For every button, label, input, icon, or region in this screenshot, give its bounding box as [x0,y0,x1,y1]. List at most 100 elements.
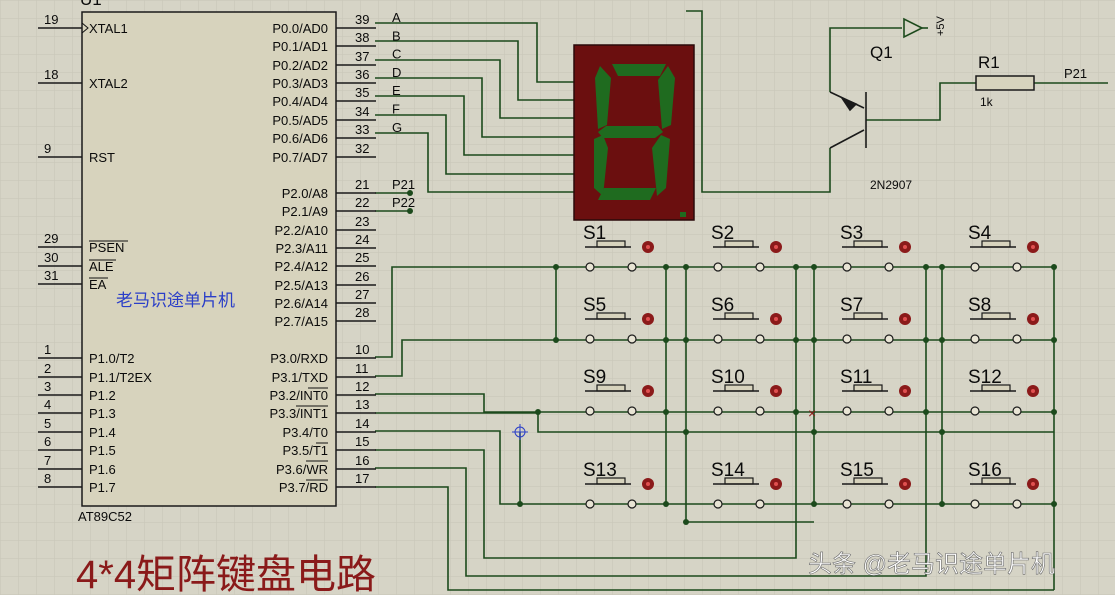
switch-actuator[interactable] [724,312,754,320]
segment-net-label: A [392,10,401,25]
mcu-chip[interactable]: U1 AT89C52 老马识途单片机 XTAL119XTAL218RST9PSE… [44,0,369,524]
switch-actuator[interactable] [853,312,883,320]
chip-body[interactable] [81,11,337,507]
chip-pin-number: 30 [44,250,58,265]
switch-actuator[interactable] [596,312,626,320]
switch-actuator[interactable] [853,477,883,485]
switch-actuator[interactable] [981,384,1011,392]
junction-dot [407,208,413,214]
switch-terminal [842,499,852,509]
switch-actuator[interactable] [981,477,1011,485]
switch-label: S15 [840,460,874,481]
switch-terminal [585,334,595,344]
switch-label: S1 [583,223,606,244]
push-switch[interactable]: S8 [968,295,1039,344]
segment-net-label: G [392,120,402,135]
chip-pin-number: 7 [44,453,51,468]
push-switch[interactable]: S16 [968,460,1039,509]
power-arrow-icon [903,17,924,39]
push-switch[interactable]: S13 [583,460,654,509]
chip-pin-number: 29 [44,231,58,246]
chip-pin-label: P1.1/T2EX [89,370,152,385]
chip-pin-number: 25 [355,250,369,265]
chip-pin-number: 27 [355,287,369,302]
push-switch[interactable]: S3 [840,223,911,272]
chip-pin-label: P2.3/A11 [275,241,328,256]
switch-terminal [1012,406,1022,416]
segment-net-label: C [392,47,401,62]
switch-label: S14 [711,460,745,481]
chip-pin-number: 19 [44,12,58,27]
junction-dot [923,337,929,343]
switch-terminal [627,262,637,272]
chip-pin-label: P3.4/T0 [282,425,328,440]
push-switch[interactable]: S5 [583,295,654,344]
diagram-title: 4*4矩阵键盘电路 [76,553,376,595]
switch-actuator[interactable] [596,384,626,392]
push-switch[interactable]: S6 [711,295,782,344]
wires [375,10,1108,591]
chip-pin-number: 34 [355,104,369,119]
chip-pin-number: 5 [44,416,51,431]
seven-segment-display[interactable] [573,44,695,221]
switch-actuator[interactable] [724,240,754,248]
switch-terminal [627,499,637,509]
junction-dot [663,264,669,270]
push-switch[interactable]: S10 [711,367,782,416]
push-switch[interactable]: S1 [583,223,654,272]
chip-pin-number: 14 [355,416,369,431]
chip-pin-label: P3.5/T1 [282,443,328,458]
push-switch[interactable]: S2 [711,223,782,272]
supply-label: +5V [935,15,947,36]
push-switch[interactable]: S7 [840,295,911,344]
switch-terminal [884,334,894,344]
junction-dot [683,429,689,435]
resistor-body[interactable] [975,75,1035,91]
switch-label: S10 [711,367,745,388]
chip-pin-number: 39 [355,12,369,27]
switch-actuator[interactable] [981,240,1011,248]
chip-pin-number: 26 [355,269,369,284]
chip-pin-number: 31 [44,268,58,283]
chip-pin-number: 32 [355,141,369,156]
switch-terminal [884,499,894,509]
switch-actuator[interactable] [853,240,883,248]
switch-terminal [842,334,852,344]
switch-actuator[interactable] [596,477,626,485]
display-dp [680,212,686,217]
net-label-p21: P21 [392,177,415,192]
junction-dot [663,337,669,343]
junction-dot [811,501,817,507]
switch-actuator[interactable] [596,240,626,248]
display-segments [594,64,675,200]
junction-dot [811,337,817,343]
chip-pin-label: P2.6/A14 [275,296,329,311]
switch-actuator[interactable] [853,384,883,392]
switch-actuator[interactable] [981,312,1011,320]
resistor-r1[interactable] [975,75,1035,91]
chip-pin-number: 35 [355,85,369,100]
chip-pin-number: 17 [355,471,369,486]
switch-terminal [1012,334,1022,344]
junction-dot [663,409,669,415]
switch-label: S16 [968,460,1002,481]
push-switch[interactable]: S9 [583,367,654,416]
switch-state-dot-center [903,245,907,249]
push-switch[interactable]: S14 [711,460,782,509]
switch-label: S4 [968,223,992,244]
switch-actuator[interactable] [724,384,754,392]
transistor-q1[interactable] [829,91,867,149]
push-switch[interactable]: S12 [968,367,1039,416]
switch-actuator[interactable] [724,477,754,485]
switch-terminal [1012,262,1022,272]
switch-state-dot-center [903,317,907,321]
push-switch[interactable]: S15 [840,460,911,509]
switch-terminal [755,406,765,416]
resistor-ref: R1 [978,53,1000,72]
junction-dot [1051,337,1057,343]
push-switch[interactable]: S4 [968,223,1039,272]
switch-terminal [713,499,723,509]
push-switch[interactable]: S11 [840,367,911,416]
switch-terminal [713,334,723,344]
